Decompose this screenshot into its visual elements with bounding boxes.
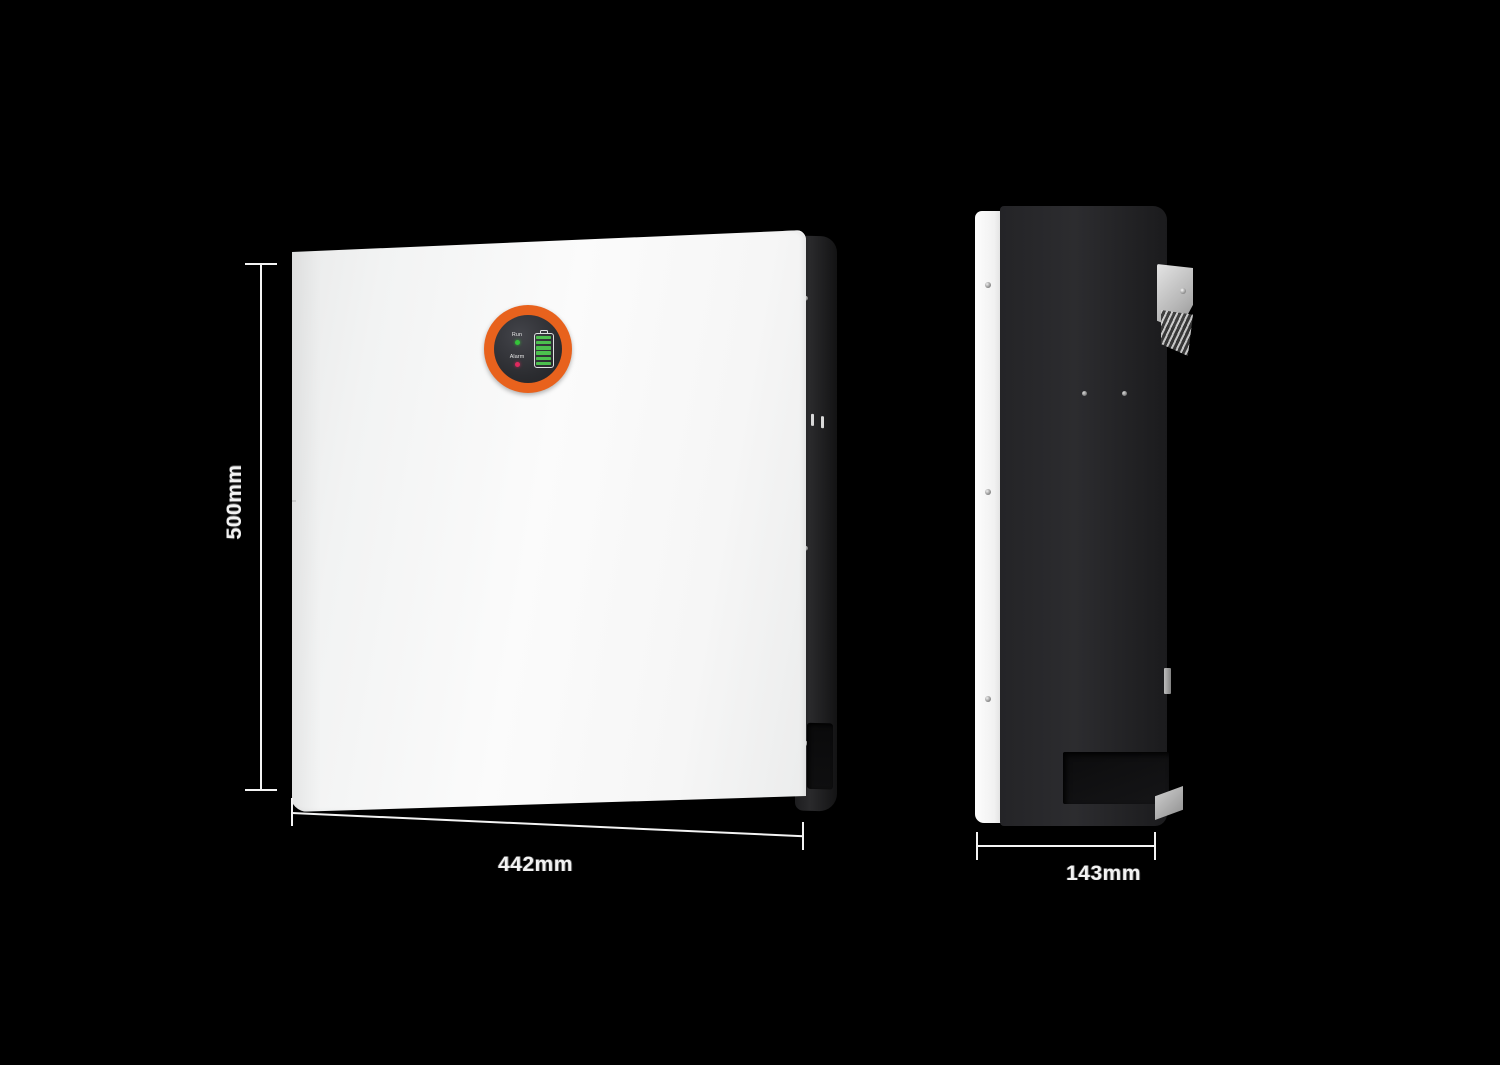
side-cable-cavity (1063, 752, 1169, 804)
side-mount-screw (985, 282, 991, 288)
alarm-indicator: Alarm (505, 354, 530, 367)
side-body-screw (1122, 391, 1127, 396)
side-panel-cable-cavity (807, 722, 833, 790)
height-dimension-cap-bottom (245, 789, 277, 791)
status-indicator-face: Run Alarm (494, 315, 562, 383)
height-dimension-label: 500mm (223, 464, 246, 540)
side-latch-tab (1164, 668, 1171, 694)
run-led (514, 339, 520, 345)
side-front-edge-strip (975, 211, 1003, 823)
run-indicator: Run (505, 332, 530, 345)
side-panel-vent-slot (821, 416, 824, 429)
side-view (975, 206, 1205, 826)
alarm-led (514, 361, 520, 367)
wall-mount-bracket-screw (1180, 288, 1186, 294)
side-body-screw (1082, 391, 1087, 396)
status-led-group: Run Alarm (505, 332, 530, 367)
battery-segment (536, 340, 551, 345)
width-dimension-line (291, 812, 804, 838)
side-body-panel (1000, 206, 1169, 826)
side-mount-screw (985, 489, 991, 495)
side-panel-vent-slot (811, 413, 814, 426)
battery-segment (536, 351, 551, 355)
depth-dimension-cap-left (976, 832, 978, 860)
width-dimension-cap-right (802, 822, 804, 850)
battery-icon-body (533, 333, 554, 368)
width-dimension-cap-left (291, 798, 293, 826)
front-view: Run Alarm (290, 230, 837, 815)
battery-segment (536, 361, 551, 366)
width-dimension-label: 442mm (498, 853, 573, 876)
battery-segment (536, 356, 551, 361)
side-mount-screw (985, 696, 991, 702)
battery-icon-cap (539, 330, 548, 333)
battery-segment (536, 335, 551, 340)
depth-dimension-line (976, 845, 1156, 847)
depth-dimension-cap-right (1154, 832, 1156, 860)
alarm-label: Alarm (509, 353, 525, 360)
depth-dimension-label: 143mm (1066, 862, 1141, 885)
height-dimension-cap-top (245, 263, 277, 265)
height-dimension-line (260, 264, 262, 791)
run-label: Run (511, 331, 523, 338)
battery-segment (536, 346, 551, 350)
front-face-seam (291, 500, 296, 502)
status-indicator-badge[interactable]: Run Alarm (484, 305, 572, 393)
battery-level-icon (533, 330, 554, 368)
